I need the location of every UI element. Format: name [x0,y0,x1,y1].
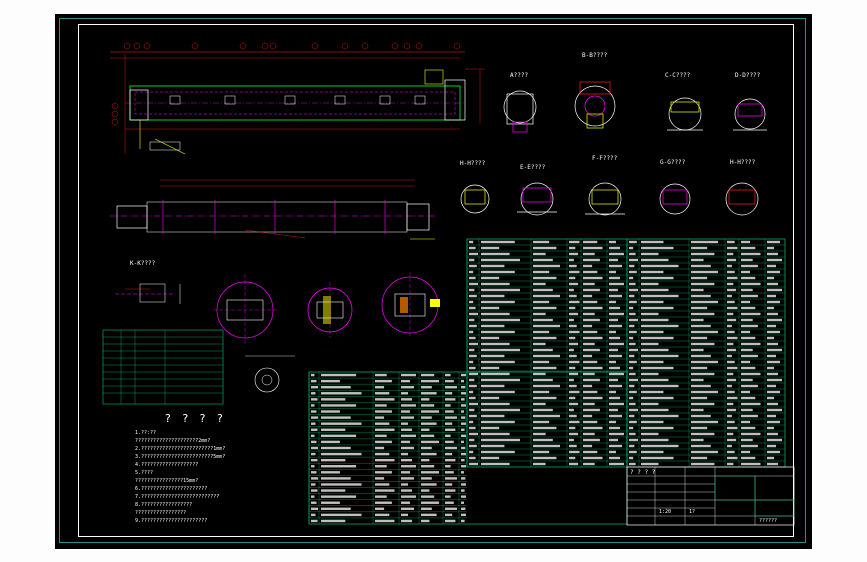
notes-line: 2.????????????????????????1mm? [135,446,226,452]
notes-line: 1.??:?? [135,430,157,436]
parts-list-right-rows [466,239,785,467]
section-circles [213,272,440,344]
flange-detail [245,355,295,393]
view-label-a: A???? [510,72,529,79]
title-block [626,466,795,526]
view-label-e: E-E???? [520,164,546,171]
notes-line: 6.?????????????????????? [135,486,208,492]
notes-line: 9.?????????????????????? [135,518,208,524]
notes-line: ????????????????? [135,510,187,516]
title-block-sheet: 1? [689,509,696,515]
view-label-f: F-F???? [592,155,618,162]
notes-line: 7.?????????????????????????? [135,494,220,500]
notes-line: 3.????????????????????????5mm? [135,454,226,460]
drawing-svg [102,42,795,526]
detail-k [115,283,181,304]
view-label-hh: H-H???? [730,159,756,166]
shaft-drawing [110,179,435,240]
parts-list-bottom [308,371,628,525]
view-label-g: G-G???? [660,159,686,166]
section-views-middle [460,182,759,216]
parts-list-bottom-rows [308,372,467,524]
view-label-b: B-B???? [582,52,608,59]
section-views-top [503,81,767,133]
main-assembly-elevation [110,42,485,155]
outer-border [59,18,806,543]
view-label-h: H-H???? [460,160,486,167]
notes-line: 5.???? [135,470,154,476]
title-block-company: ?????? [759,518,778,524]
title-block-scale: 1:20 [659,509,672,515]
drawing-frame [78,24,794,537]
view-label-k: K-K???? [130,260,156,267]
notes-line: ?????????????????????2mm? [135,438,211,444]
left-spec-table [102,329,224,405]
view-label-c: C-C???? [665,72,691,79]
notes-line: 8.????????????????? [135,502,193,508]
drawing-canvas[interactable]: A???? B-B???? C-C???? D-D???? E-E???? F-… [55,14,812,549]
notes-line: 4.??????????????????? [135,462,199,468]
notes-line: ????????????????15mm? [135,478,199,484]
notes-title: ? ? ? ? [165,412,227,425]
title-block-label: ? ? ? ? [630,469,656,476]
view-label-d: D-D???? [735,72,761,79]
